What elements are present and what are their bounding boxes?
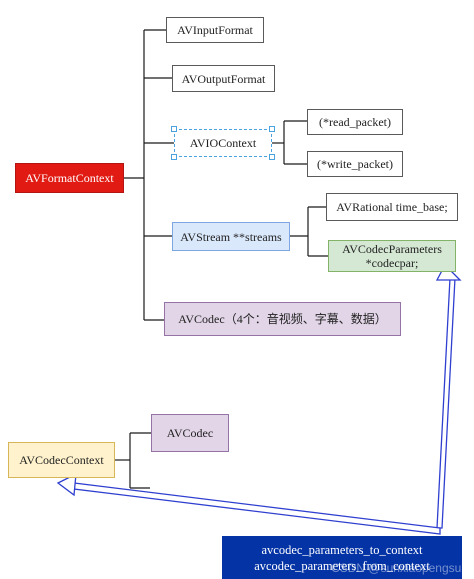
watermark: CSDN @sunxiaopengsun bbox=[331, 561, 468, 575]
selection-handle bbox=[171, 154, 177, 160]
node-output-format[interactable]: AVOutputFormat bbox=[172, 65, 275, 92]
function-from-context: avcodec_parameters_from_context bbox=[254, 558, 430, 573]
node-io-context[interactable]: AVIOContext bbox=[174, 129, 272, 157]
codecpar-line1: AVCodecParameters bbox=[342, 242, 442, 256]
node-format-context[interactable]: AVFormatContext bbox=[15, 163, 124, 193]
arrow-to-codecpar-shaft bbox=[436, 277, 456, 529]
function-to-context: avcodec_parameters_to_context bbox=[261, 542, 423, 557]
arrow-to-codec-context-shaft bbox=[73, 482, 441, 535]
node-input-format[interactable]: AVInputFormat bbox=[166, 17, 264, 43]
tree-connectors bbox=[115, 29, 328, 489]
node-codecpar[interactable]: AVCodecParameters *codecpar; bbox=[328, 240, 456, 272]
selection-handle bbox=[171, 126, 177, 132]
node-codec2[interactable]: AVCodec bbox=[151, 414, 229, 452]
arrow-to-codecpar-head bbox=[435, 263, 462, 281]
node-functions[interactable]: avcodec_parameters_to_context avcodec_pa… bbox=[222, 536, 462, 579]
node-codec[interactable]: AVCodec（4个：音视频、字幕、数据） bbox=[164, 302, 401, 336]
blue-arrows bbox=[56, 263, 462, 535]
node-codec-context[interactable]: AVCodecContext bbox=[8, 442, 115, 478]
arrow-to-codec-context-head bbox=[56, 472, 77, 497]
node-read-packet[interactable]: (*read_packet) bbox=[307, 109, 403, 135]
node-stream[interactable]: AVStream **streams bbox=[172, 222, 290, 251]
codecpar-line2: *codecpar; bbox=[365, 256, 419, 270]
node-write-packet[interactable]: (*write_packet) bbox=[307, 151, 403, 177]
selection-handle bbox=[269, 126, 275, 132]
node-time-base[interactable]: AVRational time_base; bbox=[326, 193, 458, 221]
selection-handle bbox=[269, 154, 275, 160]
